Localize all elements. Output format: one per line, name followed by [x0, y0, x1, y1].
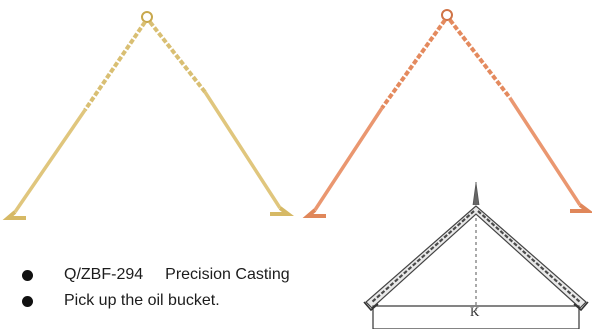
gold-sling-left-rod — [13, 109, 87, 213]
copper-sling-left-chain — [380, 18, 447, 110]
feature-item-use: Pick up the oil bucket. — [22, 288, 290, 314]
diagram-bucket-outline — [372, 305, 580, 329]
gold-sling-right-hook — [270, 206, 294, 216]
gold-sling-right-chain — [148, 20, 207, 94]
diagram-left-links — [371, 210, 475, 303]
diagram-right-hook — [573, 301, 589, 312]
bullet-icon — [22, 270, 33, 281]
copper-sling-left-rod — [313, 107, 384, 211]
copper-sling-right-chain — [448, 18, 512, 100]
gold-sling-top-ring — [141, 11, 153, 23]
feature-item-model: Q/ZBF-294 Precision Casting — [22, 262, 290, 288]
gold-sling-left-hook — [2, 210, 26, 220]
diagram-outer-frame — [365, 205, 587, 309]
gold-chain-sling — [2, 11, 294, 220]
diagram-left-hook — [363, 301, 379, 312]
copper-sling-left-hook — [302, 208, 326, 218]
diagram-right-links — [477, 210, 581, 303]
gold-sling-left-chain — [83, 20, 147, 112]
copper-sling-right-rod — [508, 97, 582, 206]
model-description: Precision Casting — [165, 266, 290, 283]
sling-diagram — [363, 182, 589, 329]
use-description: Pick up the oil bucket. — [64, 292, 220, 309]
bullet-icon — [22, 296, 33, 307]
copper-sling-right-hook — [570, 203, 592, 213]
copper-sling-top-ring — [441, 9, 453, 21]
gold-sling-right-rod — [203, 91, 282, 209]
feature-list: Q/ZBF-294 Precision Casting Pick up the o… — [22, 262, 290, 314]
copper-chain-sling — [302, 9, 592, 218]
diagram-k-label: K — [470, 304, 480, 319]
diagram-apex-arrow — [472, 182, 480, 206]
model-number: Q/ZBF-294 — [64, 266, 144, 283]
